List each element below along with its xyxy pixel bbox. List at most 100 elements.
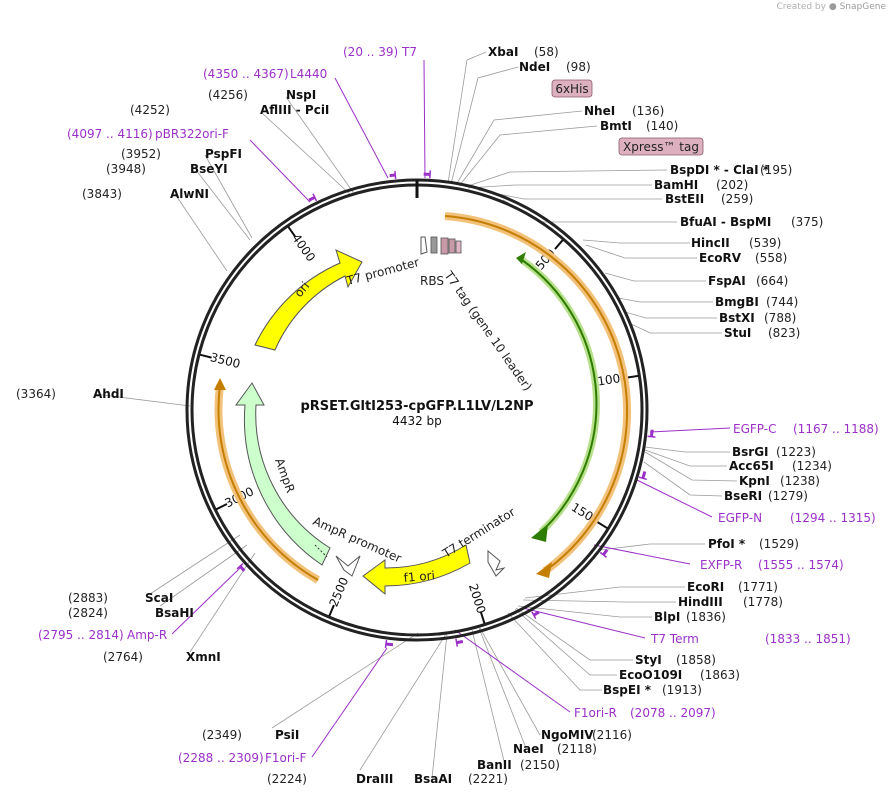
site-pos-bspei: (1913) — [662, 683, 702, 697]
leader-ngomiv — [479, 627, 541, 736]
primer-name-t7term: T7 Term — [650, 632, 699, 646]
site-name-nspi: NspI — [286, 88, 316, 102]
site-pos-afliii: (4252) — [130, 103, 170, 117]
leader-primer-egfpn — [636, 479, 713, 518]
primer-range-egfpn: (1294 .. 1315) — [790, 511, 876, 525]
site-pos-ahdi: (3364) — [16, 387, 56, 401]
snapgene-logo-icon: ● — [828, 2, 837, 12]
site-name-pfoi: PfoI * — [708, 537, 746, 551]
site-pos-kpni: (1238) — [780, 474, 820, 488]
t7-promoter-shape — [420, 236, 428, 255]
site-name-bsteii: BstEII — [665, 192, 704, 206]
tag-6xhis-box: 6xHis — [551, 79, 593, 98]
orf-orange-arc-line — [444, 215, 629, 572]
site-pos-nspi: (4256) — [208, 88, 248, 102]
primer-end-f1orif — [384, 639, 388, 649]
leader-naei — [478, 627, 527, 749]
leader-draiii — [359, 633, 447, 771]
leader-bfuai — [502, 199, 677, 223]
tick-2000 — [479, 611, 486, 624]
leader-nspi — [285, 96, 356, 196]
primer-range-f1orif: (2288 .. 2309) — [178, 751, 264, 765]
site-pos-draiii: (2224) — [267, 772, 307, 786]
tick-4000 — [287, 226, 296, 238]
leader-ecoo109i — [514, 608, 617, 676]
t7-terminator-label: T7 terminator — [439, 505, 517, 561]
site-name-bseri: BseRI — [724, 489, 762, 503]
site-name-afliii: AflIII - PciI — [260, 103, 329, 117]
tag-6xhis-label: 6xHis — [555, 82, 588, 96]
orf-orange-arrowhead-2 — [214, 378, 226, 390]
primer-name-egfpn: EGFP-N — [718, 511, 762, 525]
primer-range-t7term: (1833 .. 1851) — [765, 632, 851, 646]
primer-name-ampr: Amp-R — [127, 628, 167, 642]
site-name-scai: ScaI — [145, 591, 173, 605]
t7-terminator-shape — [487, 549, 506, 577]
site-name-bfuai: BfuAI - BspMI — [680, 215, 771, 229]
leader-ndei — [450, 66, 519, 185]
leader-fspai — [604, 272, 706, 282]
credit-created-by: Created by — [776, 2, 826, 12]
leader-banii — [471, 629, 506, 766]
orf-orange-arrowhead — [536, 562, 552, 578]
leader-acc65i — [644, 449, 727, 467]
primer-labels: (20 .. 39)T7(4350 .. 4367)L4440(4097 .. … — [38, 45, 879, 765]
xpress-shape — [455, 240, 462, 254]
primer-end-f1orir — [455, 638, 459, 647]
tag-xpress-box: Xpress™ tag — [618, 137, 704, 156]
credit-app-name: SnapGene — [839, 2, 886, 12]
site-name-bsahi: BsaHI — [155, 606, 194, 620]
site-name-hindiii: HindIII — [678, 595, 723, 609]
primer-name-pbr322: pBR322ori-F — [155, 127, 229, 141]
site-name-bseyi: BseYI — [190, 162, 228, 176]
orf-orange-arc-2-line — [217, 384, 319, 581]
primer-end-exfpr — [599, 551, 607, 558]
cds-green-arc-line — [521, 259, 598, 533]
primer-leader-lines — [171, 59, 731, 758]
leader-kpni — [644, 451, 738, 482]
ampr-feature-shape — [235, 382, 331, 566]
site-pos-bsahi: (2824) — [68, 606, 108, 620]
site-pos-ndei: (98) — [566, 60, 591, 74]
leader-bamhi — [467, 184, 652, 189]
leader-ahdi — [94, 393, 191, 407]
primer-end-egfpc — [647, 435, 656, 438]
site-name-bmgbi: BmgBI — [715, 295, 759, 309]
primer-range-pbr322: (4097 .. 4116) — [67, 127, 153, 141]
leader-stui — [628, 322, 722, 334]
site-pos-hincii: (539) — [749, 236, 781, 250]
primer-end-egfpn — [638, 476, 647, 481]
leader-blpi — [517, 605, 652, 618]
site-name-blpi: BlpI — [654, 610, 680, 624]
site-name-bsrgi: BsrGI — [732, 445, 769, 459]
site-name-bstxi: BstXI — [719, 311, 755, 325]
leader-bstxi — [624, 311, 717, 319]
leader-primer-pbr322 — [249, 139, 311, 203]
cds-green-arrowhead — [531, 524, 548, 542]
primer-name-t7: T7 — [401, 45, 417, 59]
site-name-stui: StuI — [724, 326, 751, 340]
site-pos-xmni: (2764) — [103, 650, 143, 664]
leader-bspdi — [464, 169, 668, 188]
site-name-xbai: XbaI — [488, 45, 518, 59]
snapgene-credit: Created by ● SnapGene — [776, 2, 886, 12]
primer-end-l4440 — [394, 170, 397, 180]
site-name-fspai: FspAI — [708, 274, 746, 288]
site-pos-ecorv: (558) — [755, 251, 787, 265]
leader-ecorv — [585, 244, 697, 259]
site-name-ndei: NdeI — [519, 60, 550, 74]
ampr-promoter-shape — [335, 555, 361, 577]
site-name-bspdi: BspDI * - ClaI * — [670, 163, 770, 177]
site-name-banii: BanII — [477, 758, 512, 772]
primer-name-f1orir: F1ori-R — [574, 706, 617, 720]
primer-bar-f1orif — [385, 642, 394, 647]
site-name-ngomiv: NgoMIV — [541, 728, 594, 742]
tick-label-2000: 2000 — [466, 582, 489, 615]
site-name-psii: PsiI — [275, 728, 299, 742]
site-pos-stui: (823) — [768, 326, 800, 340]
leader-hincii — [582, 239, 690, 244]
cds-green-tail — [516, 252, 526, 264]
rbs-feature-shape — [430, 236, 438, 254]
6xhis-shape — [448, 238, 456, 254]
